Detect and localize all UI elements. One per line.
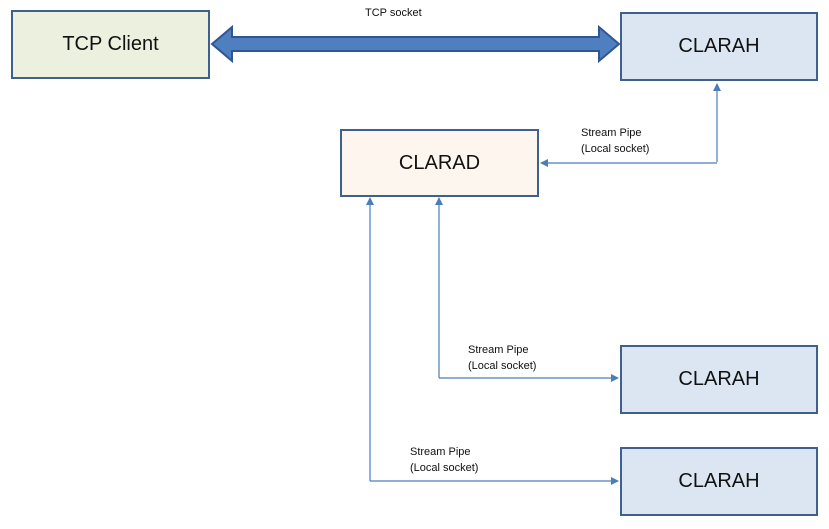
clarah-mid-label: CLARAH: [678, 368, 760, 390]
clarah-bottom-box: CLARAH: [620, 447, 818, 516]
tcp-socket-label: TCP socket: [365, 7, 422, 19]
clarah-top-label: CLARAH: [678, 35, 760, 57]
pipe-mid-label-line2: (Local socket): [468, 360, 537, 372]
pipe-top-label-line1: Stream Pipe: [581, 127, 642, 139]
pipe-mid-label: Stream Pipe (Local socket): [468, 342, 536, 374]
pipe-bottom-label: Stream Pipe (Local socket): [410, 444, 478, 476]
tcp-client-box: TCP Client: [11, 10, 210, 79]
clarah-bottom-label: CLARAH: [678, 470, 760, 492]
pipe-mid-label-line1: Stream Pipe: [468, 344, 529, 356]
clarah-top-box: CLARAH: [620, 12, 818, 81]
clarah-mid-box: CLARAH: [620, 345, 818, 414]
tcp-client-label: TCP Client: [62, 33, 159, 55]
tcp-socket-double-arrow: [210, 24, 621, 64]
pipe-top-label: Stream Pipe (Local socket): [581, 125, 649, 157]
clarad-label: CLARAD: [398, 151, 481, 174]
pipe-top-label-line2: (Local socket): [581, 143, 650, 155]
pipe-bottom-label-line1: Stream Pipe: [410, 446, 471, 458]
clarad-box: CLARAD: [340, 129, 539, 197]
pipe-bottom-label-line2: (Local socket): [410, 462, 479, 474]
